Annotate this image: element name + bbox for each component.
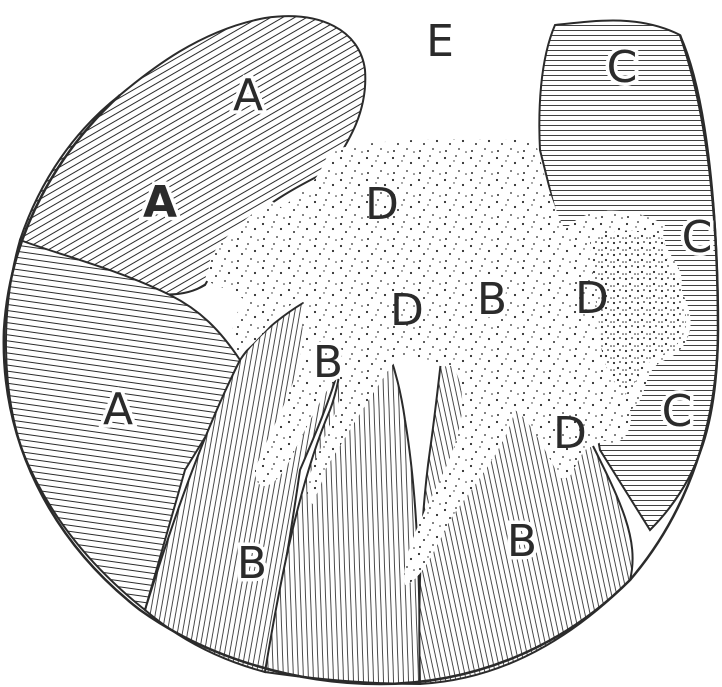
label-e: E <box>426 16 454 67</box>
label-a-middle: A <box>143 177 177 228</box>
label-c-middle: C <box>682 212 713 263</box>
label-d-top: D <box>365 179 399 230</box>
label-b-left-upper: B <box>313 337 343 388</box>
label-a-bottom: A <box>103 384 133 435</box>
label-b-center-upper: B <box>477 274 507 325</box>
label-a-top: A <box>233 70 263 121</box>
label-c-top: C <box>607 42 638 93</box>
label-b-right-lower: B <box>507 516 537 567</box>
label-c-bottom: C <box>662 386 693 437</box>
label-d-right: D <box>575 273 609 324</box>
label-d-lower: D <box>553 408 587 459</box>
label-d-center: D <box>390 285 424 336</box>
label-b-left-lower: B <box>237 538 267 589</box>
